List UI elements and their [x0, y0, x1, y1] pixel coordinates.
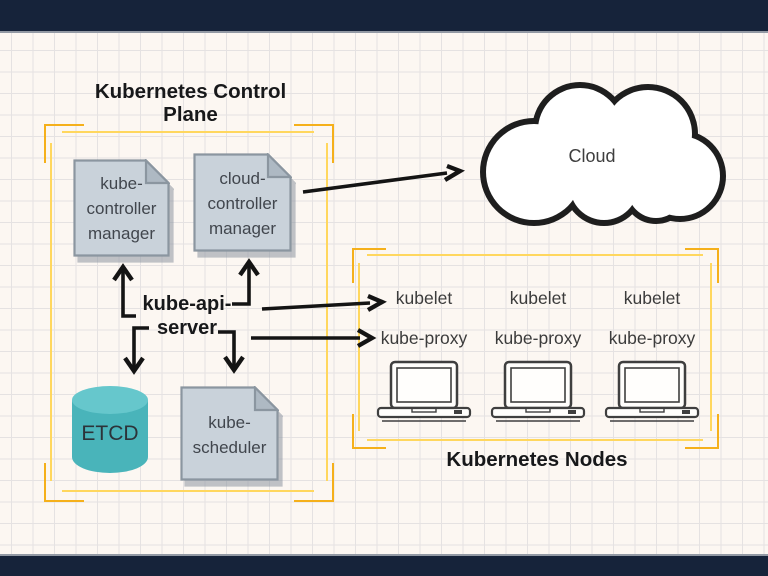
kube-proxy-label: kube-proxy [380, 328, 468, 348]
control-plane-frame-line-top [62, 131, 314, 133]
control-plane-frame-line-right [326, 143, 328, 481]
document-icon [180, 386, 279, 481]
arrowhead-up [238, 258, 260, 277]
control-plane-frame-corner-bl [44, 463, 84, 502]
arrow-controller-to-cloud [302, 171, 448, 194]
control-plane-frame-corner-br [294, 463, 334, 502]
nodes-frame-corner-tl [352, 248, 386, 283]
arrow-api-to-kubelet [261, 301, 371, 311]
cloud-controller-manager-node: cloud- controller manager [193, 153, 292, 252]
laptop-icon [604, 360, 700, 422]
arrowhead-up [112, 263, 134, 282]
nodes-frame-line-left [358, 263, 360, 431]
kubelet-label: kubelet [395, 288, 453, 308]
doc-label-line: manager [87, 224, 156, 243]
doc-label-line: kube- [208, 413, 251, 432]
kube-controller-manager-node: kube- controller manager [73, 159, 170, 257]
kubelet-label: kubelet [509, 288, 567, 308]
arrowhead-down [123, 356, 145, 375]
kube-scheduler-node: kube- scheduler [180, 386, 279, 481]
etcd-node: ETCD [72, 386, 148, 474]
doc-label-line: cloud- [219, 169, 266, 188]
node-column-1: kubelet kube-proxy [364, 288, 484, 428]
laptop-icon [376, 360, 472, 422]
nodes-frame-corner-tr [685, 248, 719, 283]
doc-label-line: manager [208, 219, 277, 238]
bottom-navy-bar [0, 554, 768, 576]
control-plane-frame-line-left [50, 143, 52, 481]
control-plane-frame-line-bottom [62, 490, 314, 492]
doc-label-line: controller [86, 199, 157, 218]
api-server-line1: kube-api- [142, 293, 232, 315]
kube-controller-manager-label: kube- controller manager [73, 159, 170, 246]
control-plane-title: Kubernetes Control Plane [88, 80, 293, 126]
cloud-label: Cloud [568, 146, 616, 166]
kube-proxy-label: kube-proxy [494, 328, 582, 348]
database-cylinder-top [72, 386, 148, 414]
api-server-line2: server [156, 317, 218, 339]
control-plane-title-line1: Kubernetes Control [94, 80, 287, 103]
control-plane-frame-corner-tl [44, 124, 84, 163]
doc-label-line: scheduler [192, 438, 267, 457]
nodes-frame-corner-br [685, 414, 719, 449]
kube-api-server-label: kube-api- server [122, 292, 252, 340]
doc-label-line: kube- [100, 174, 143, 193]
node-column-3: kubelet kube-proxy [592, 288, 712, 428]
cloud-controller-manager-label: cloud- controller manager [193, 153, 292, 241]
laptop-icon [490, 360, 586, 422]
kubelet-label: kubelet [623, 288, 681, 308]
control-plane-frame-corner-tr [294, 124, 334, 163]
nodes-frame-corner-bl [352, 414, 386, 449]
arrowhead-right [443, 163, 465, 182]
nodes-frame-line-top [367, 254, 703, 256]
arrowhead-down [223, 355, 245, 374]
nodes-frame-line-right [710, 263, 712, 431]
control-plane-title-line2: Plane [163, 103, 218, 126]
nodes-frame-line-bottom [367, 439, 703, 441]
top-navy-bar [0, 0, 768, 33]
etcd-label: ETCD [81, 422, 139, 445]
node-column-2: kubelet kube-proxy [478, 288, 598, 428]
document-icon [193, 153, 292, 252]
nodes-title: Kubernetes Nodes [446, 448, 628, 471]
doc-label-line: controller [207, 194, 278, 213]
document-icon [73, 159, 170, 257]
kube-proxy-label: kube-proxy [608, 328, 696, 348]
kube-scheduler-label: kube- scheduler [180, 386, 279, 460]
